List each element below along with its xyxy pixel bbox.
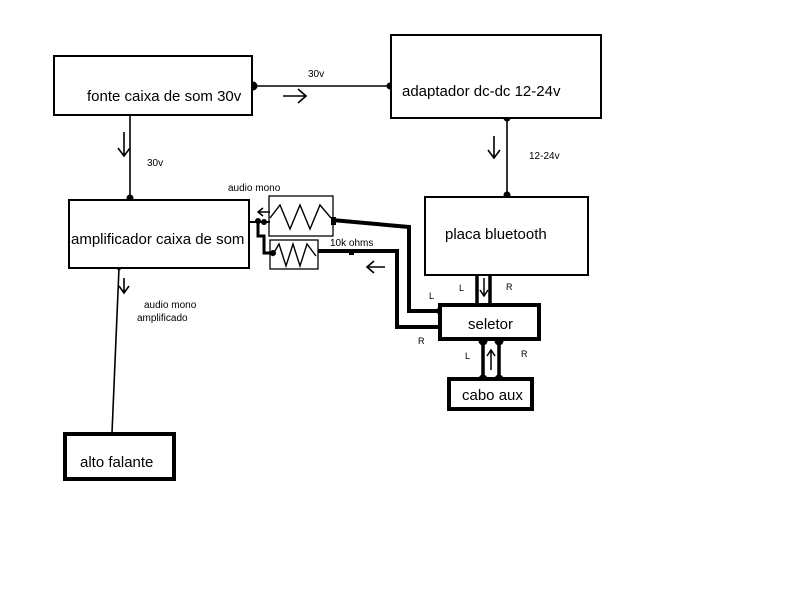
voltage-label-30v-left: 30v (147, 158, 164, 169)
alto-falante-block: alto falante (63, 432, 176, 481)
audio-mono-amplificado-label-2: amplificado (137, 313, 188, 324)
arrow-down-12-24v (487, 136, 501, 160)
adaptador-block: adaptador dc-dc 12-24v (390, 34, 602, 119)
resistor-top-box (268, 195, 334, 237)
resistor-bottom-terminal (349, 249, 354, 255)
junction-mono-1 (255, 218, 261, 224)
arrow-down-placa (479, 278, 489, 298)
cabo-L-label: L (465, 351, 471, 361)
wire-amplificador-to-alto-falante (111, 267, 120, 434)
fonte-label: fonte caixa de som 30v (87, 88, 242, 105)
junction-mono-3 (270, 250, 276, 256)
seletor-block: seletor (438, 303, 541, 341)
audio-mono-amplificado-label-1: audio mono (144, 300, 197, 311)
placa-R-label: R (506, 282, 513, 292)
resistor-top-terminal (331, 217, 336, 225)
junction-mono-2 (261, 219, 267, 225)
arrow-down-amplified (118, 278, 130, 295)
arrow-up-cabo (486, 348, 496, 370)
fonte-block: fonte caixa de som 30v (53, 55, 253, 116)
cabo-aux-block: cabo aux (447, 377, 534, 411)
audio-mono-label: audio mono (228, 183, 281, 194)
arrow-left-resistor (365, 260, 385, 274)
cabo-label: cabo aux (462, 387, 523, 404)
placa-L-label: L (459, 283, 465, 293)
alto-label: alto falante (80, 454, 154, 471)
wire-resistor-bottom-to-seletor-R (318, 249, 443, 329)
voltage-label-12-24v: 12-24v (529, 151, 560, 162)
amplificador-label: amplificador caixa de som (71, 231, 245, 248)
seletor-in-R-label: R (418, 336, 425, 346)
seletor-in-L-label: L (429, 291, 435, 301)
amplificador-block: amplificador caixa de som (68, 199, 250, 269)
wire-resistor-top-to-seletor-L (331, 218, 441, 313)
placa-label: placa bluetooth (445, 226, 547, 243)
resistor-bottom-zigzag (271, 241, 317, 269)
arrow-right-30v (283, 88, 308, 104)
resistor-bottom-box (269, 239, 319, 270)
adaptador-label: adaptador dc-dc 12-24v (402, 83, 561, 100)
arrow-down-30v (117, 132, 131, 158)
arrow-left-audio-mono (256, 207, 270, 217)
resistor-top-zigzag (269, 203, 332, 231)
cabo-R-label: R (521, 349, 528, 359)
placa-bluetooth-block: placa bluetooth (424, 196, 589, 276)
resistor-value-label: 10k ohms (330, 238, 374, 249)
seletor-label: seletor (468, 316, 514, 333)
voltage-label-30v-top: 30v (308, 69, 325, 80)
wire-mono-join-bottom (256, 222, 272, 255)
